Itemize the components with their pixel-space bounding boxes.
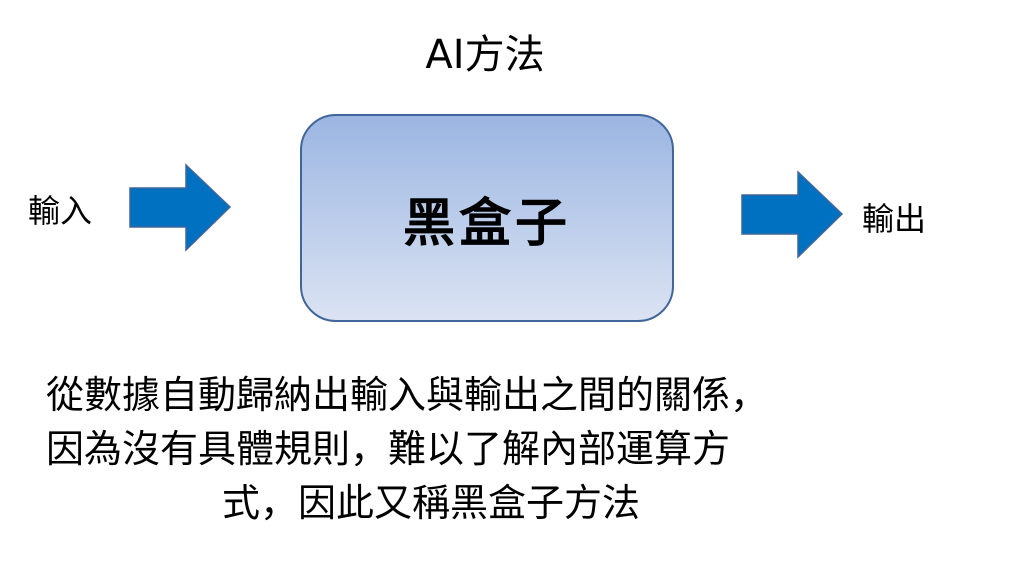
description-line: 因為沒有具體規則，難以了解內部運算方 — [46, 427, 731, 471]
input-label: 輸入 — [28, 192, 93, 230]
diagram-title: AI方法 — [425, 32, 545, 78]
description-line: 從數據自動歸納出輸入與輸出之間的關係， — [46, 373, 769, 417]
input-arrow-icon — [129, 163, 232, 252]
output-arrow-icon — [741, 170, 844, 259]
black-box: 黑盒子 — [300, 114, 674, 322]
black-box-label: 黑盒子 — [402, 193, 571, 254]
description-line: 式，因此又稱黑盒子方法 — [222, 481, 641, 525]
description: 從數據自動歸納出輸入與輸出之間的關係， 因為沒有具體規則，難以了解內部運算方 式… — [0, 368, 1024, 530]
output-label: 輸出 — [862, 200, 927, 238]
